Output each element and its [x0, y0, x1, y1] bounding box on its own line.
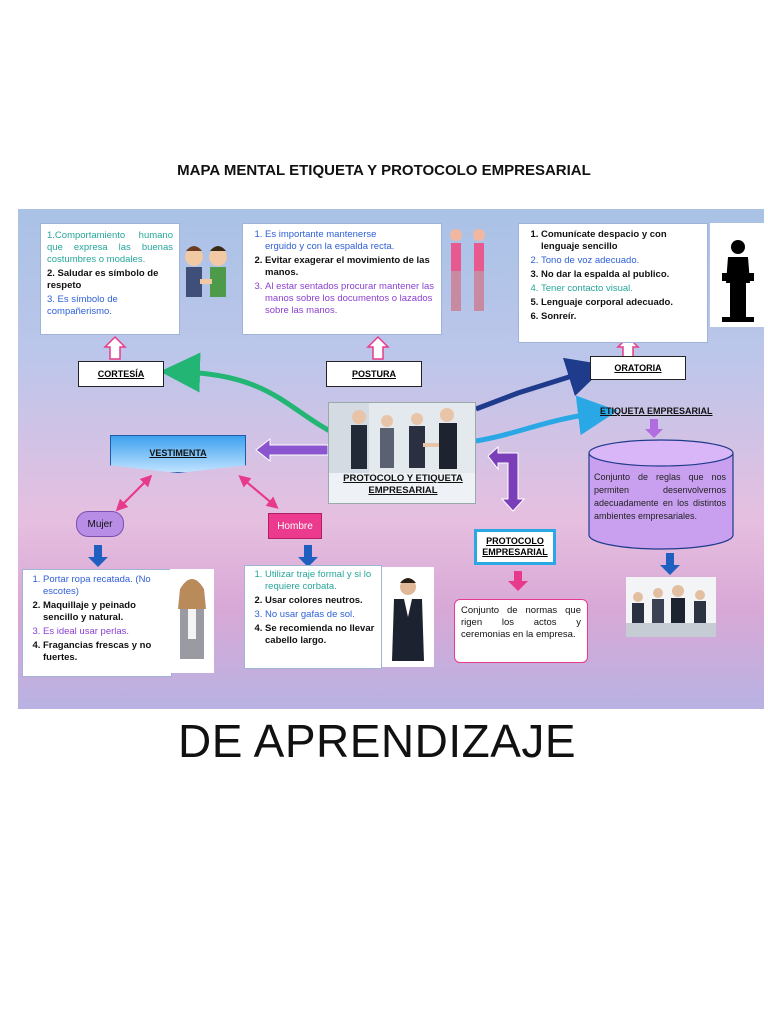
- node-cortesia: CORTESÍA: [78, 361, 164, 387]
- postura-box: Es importante mantenerse erguido y con l…: [242, 223, 442, 335]
- postura-item-2: Evitar exagerar el movimiento de las man…: [265, 255, 437, 279]
- postura-item-1: Es importante mantenerse erguido y con l…: [265, 229, 437, 253]
- node-vestimenta: VESTIMENTA: [110, 435, 246, 473]
- down-arrow-protocolo: [508, 571, 528, 591]
- node-mujer: Mujer: [76, 511, 124, 537]
- man-photo: [382, 567, 434, 667]
- node-protocolo: PROTOCOLO EMPRESARIAL: [474, 529, 556, 565]
- woman-photo: [170, 569, 214, 673]
- oratoria-item-6: Sonreír.: [541, 311, 703, 323]
- etiqueta-definition: Conjunto de reglas que nos permiten dese…: [594, 472, 726, 521]
- mujer-box: Portar ropa recatada. (No escotes) Maqui…: [22, 569, 172, 677]
- node-oratoria: ORATORIA: [590, 356, 686, 380]
- mind-map-board: 1.Comportamiento humano que expresa las …: [18, 209, 764, 709]
- arrow-to-etiqueta: [475, 395, 618, 444]
- node-hombre: Hombre: [268, 513, 322, 539]
- hombre-item-1: Utilizar traje formal y si lo requiere c…: [265, 569, 379, 593]
- oratoria-item-1: Comunícate despacio y con lenguaje senci…: [541, 229, 703, 253]
- oratoria-item-3: No dar la espalda al publico.: [541, 269, 703, 281]
- vestimenta-label: VESTIMENTA: [149, 448, 207, 458]
- speaker-podium-illustration: [710, 223, 764, 327]
- connector-arrows: [88, 335, 680, 591]
- cortesia-item-1: 1.Comportamiento humano que expresa las …: [47, 230, 173, 265]
- etiqueta-cylinder: Conjunto de reglas que nos permiten dese…: [588, 439, 734, 551]
- posture-illustration: [443, 223, 493, 319]
- oratoria-box: Comunícate despacio y con lenguaje senci…: [518, 223, 708, 343]
- mujer-item-3: Es ideal usar perlas.: [43, 626, 169, 638]
- cortesia-item-3: 3. Es símbolo de compañerismo.: [47, 294, 118, 317]
- hombre-label: Hombre: [277, 520, 313, 532]
- protocolo-definition: Conjunto de normas que rigen los actos y…: [461, 605, 581, 640]
- arrow-to-mujer-back: [119, 474, 153, 508]
- mujer-label: Mujer: [87, 518, 113, 530]
- hombre-item-2: Usar colores neutros.: [265, 595, 379, 607]
- down-arrow-hombre: [298, 545, 318, 567]
- hombre-item-4: Se recomienda no llevar cabello largo.: [265, 623, 379, 647]
- node-etiqueta: ETIQUETA EMPRESARIAL: [600, 406, 713, 416]
- mujer-item-4: Fragancias frescas y no fuertes.: [43, 640, 169, 664]
- arrow-to-vestimenta: [255, 437, 329, 463]
- arrow-to-hombre-back: [238, 475, 275, 506]
- arrow-to-oratoria: [475, 357, 608, 412]
- cortesia-box: 1.Comportamiento humano que expresa las …: [40, 223, 180, 335]
- center-node: PROTOCOLO Y ETIQUETA EMPRESARIAL: [328, 402, 476, 504]
- arrow-to-cortesia: [160, 352, 332, 434]
- node-postura: POSTURA: [326, 361, 422, 387]
- hombre-item-3: No usar gafas de sol.: [265, 609, 379, 621]
- footer-heading: DE APRENDIZAJE: [178, 715, 577, 767]
- down-arrow-etiqueta: [645, 419, 663, 438]
- center-label: PROTOCOLO Y ETIQUETA EMPRESARIAL: [343, 473, 463, 496]
- protocolo-label: PROTOCOLO EMPRESARIAL: [482, 536, 548, 557]
- oratoria-item-2: Tono de voz adecuado.: [541, 255, 703, 267]
- page-title: MAPA MENTAL ETIQUETA Y PROTOCOLO EMPRESA…: [177, 162, 591, 179]
- meeting-photo: [626, 577, 716, 637]
- protocolo-definition-box: Conjunto de normas que rigen los actos y…: [454, 599, 588, 663]
- mujer-item-1: Portar ropa recatada. (No escotes): [43, 574, 169, 598]
- oratoria-item-5: Lenguaje corporal adecuado.: [541, 297, 703, 309]
- oratoria-item-4: Tener contacto visual.: [541, 283, 703, 295]
- cortesia-item-2: 2. Saludar es símbolo de respeto: [47, 268, 159, 291]
- arrow-to-protocolo: [487, 445, 526, 512]
- up-arrow-postura: [366, 335, 390, 360]
- mujer-item-2: Maquillaje y peinado sencillo y natural.: [43, 600, 169, 624]
- hombre-box: Utilizar traje formal y si lo requiere c…: [244, 565, 382, 669]
- postura-item-3: Al estar sentados procurar mantener las …: [265, 281, 437, 317]
- business-handshake-photo: [329, 403, 475, 473]
- up-arrow-cortesia: [103, 335, 127, 360]
- down-arrow-mujer: [88, 545, 108, 567]
- down-arrow-cylinder: [660, 553, 680, 575]
- handshake-illustration: [178, 231, 234, 329]
